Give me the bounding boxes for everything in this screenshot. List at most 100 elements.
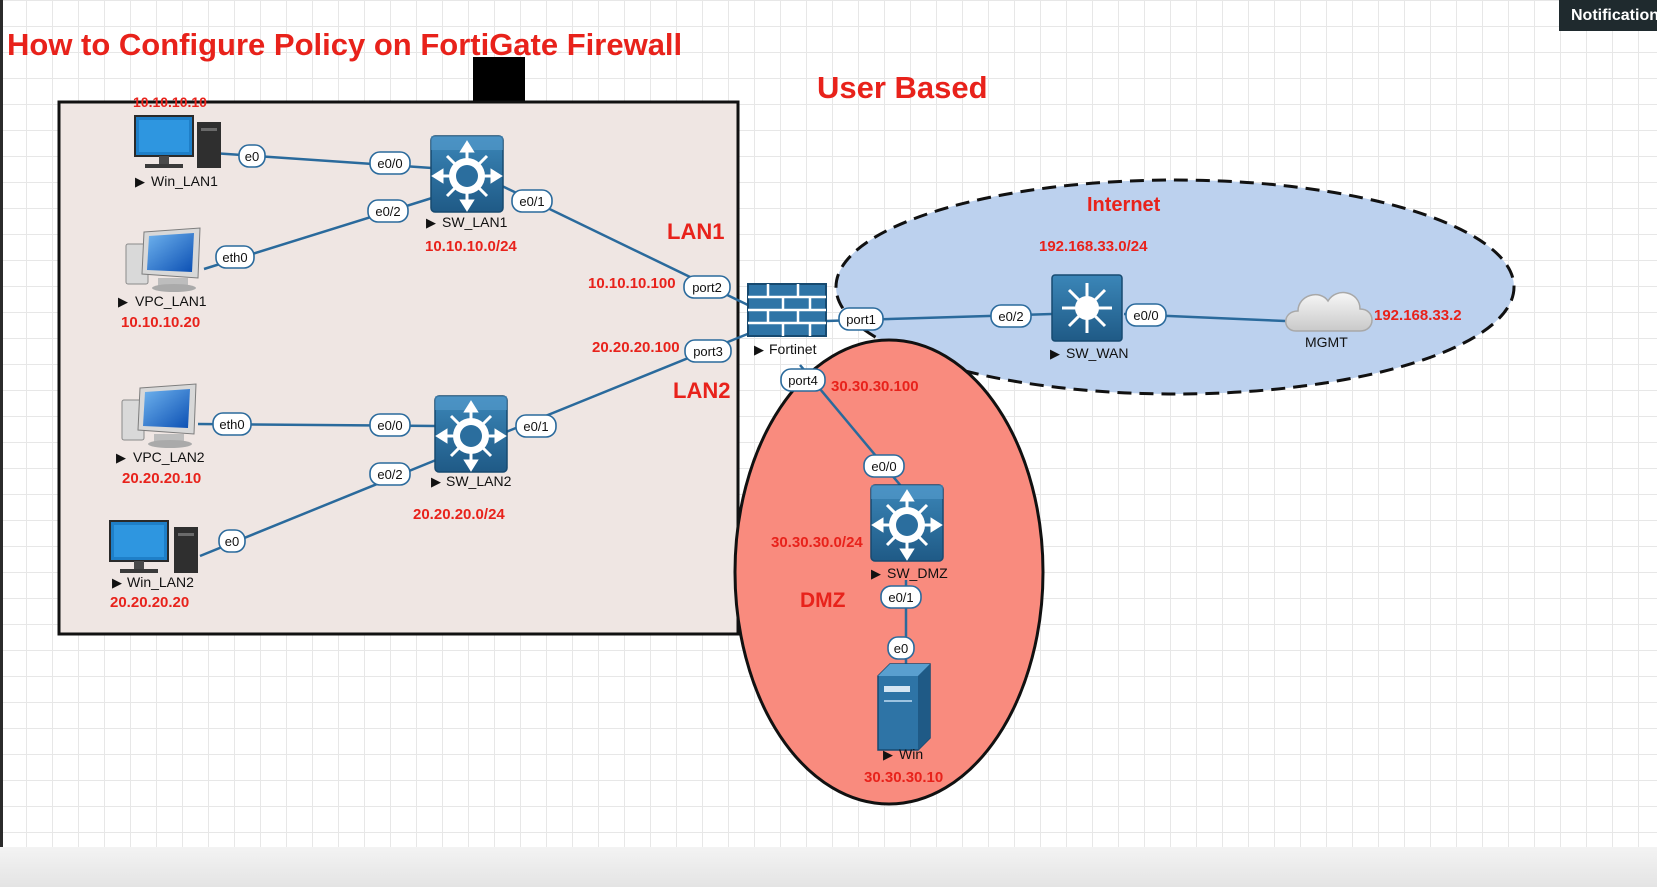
mgmt-device[interactable] [1285, 291, 1373, 332]
subtitle-user-based: User Based [817, 70, 988, 105]
iface-sw-wan-e00-label: e0/0 [1133, 308, 1158, 323]
iface-win-lan2-e0[interactable]: e0 [218, 529, 246, 553]
win-dmz-device[interactable] [877, 663, 931, 751]
iface-win-lan1-e0-label: e0 [245, 149, 259, 164]
window-left-edge [0, 0, 3, 887]
fw-port4-ip: 30.30.30.100 [831, 378, 919, 395]
notifications-button[interactable]: Notifications [1559, 0, 1657, 31]
firewall-icon [747, 283, 827, 337]
page-title: How to Configure Policy on FortiGate Fir… [7, 27, 682, 62]
sw-lan1-label: SW_LAN1 [442, 214, 508, 230]
lan2-zone-label: LAN2 [673, 378, 730, 403]
fw-port3-ip: 20.20.20.100 [592, 339, 680, 356]
iface-sw-lan1-e02[interactable]: e0/2 [367, 199, 409, 223]
iface-win-lan1-e0[interactable]: e0 [238, 144, 266, 168]
bottom-bar [0, 847, 1657, 887]
vpc-lan1-label-arrow: ▶ [118, 294, 128, 309]
switch-icon [429, 134, 505, 214]
iface-sw-lan2-e01[interactable]: e0/1 [515, 414, 557, 438]
iface-sw-lan2-e00[interactable]: e0/0 [369, 413, 411, 437]
vpc-lan2-ip: 20.20.20.10 [122, 470, 201, 487]
mgmt-label: MGMT [1305, 334, 1348, 350]
sw-dmz-label-arrow: ▶ [871, 566, 881, 581]
vpc-lan1-label: VPC_LAN1 [135, 293, 207, 309]
desktop-pc-icon [109, 520, 198, 573]
sw-wan-subnet: 192.168.33.0/24 [1039, 238, 1148, 255]
iface-sw-dmz-e00-label: e0/0 [871, 459, 896, 474]
fw-port2-ip: 10.10.10.100 [588, 275, 676, 292]
iface-fw-port2[interactable]: port2 [683, 275, 731, 299]
iface-win-dmz-e0[interactable]: e0 [887, 636, 915, 660]
win-dmz-ip: 30.30.30.10 [864, 769, 943, 786]
sw-lan2-device[interactable] [433, 394, 509, 474]
iface-sw-lan1-e00-label: e0/0 [377, 156, 402, 171]
vpc-lan1-ip: 10.10.10.20 [121, 314, 200, 331]
fortinet-label: Fortinet [769, 341, 817, 357]
iface-fw-port1-label: port1 [846, 312, 876, 327]
iface-fw-port2-label: port2 [692, 280, 722, 295]
vpc-monitor-icon [121, 383, 197, 448]
iface-fw-port4-label: port4 [788, 373, 818, 388]
iface-sw-dmz-e01[interactable]: e0/1 [880, 585, 922, 609]
win-lan2-label: Win_LAN2 [127, 574, 194, 590]
iface-fw-port3[interactable]: port3 [684, 339, 732, 363]
iface-sw-dmz-e00[interactable]: e0/0 [863, 454, 905, 478]
vpc-lan2-label: VPC_LAN2 [133, 449, 205, 465]
iface-win-lan2-e0-label: e0 [225, 534, 239, 549]
iface-fw-port4[interactable]: port4 [780, 368, 826, 392]
iface-win-dmz-e0-label: e0 [894, 641, 908, 656]
vpc-lan2-label-arrow: ▶ [116, 450, 126, 465]
vpc-lan2-device[interactable] [121, 383, 197, 448]
sw-wan-device[interactable] [1051, 274, 1123, 342]
iface-sw-wan-e02[interactable]: e0/2 [990, 304, 1032, 328]
iface-fw-port3-label: port3 [693, 344, 723, 359]
sw-lan1-device[interactable] [429, 134, 505, 214]
win-lan1-label-arrow: ▶ [135, 174, 145, 189]
sw-lan2-label-arrow: ▶ [431, 474, 441, 489]
iface-sw-lan2-e01-label: e0/1 [523, 419, 548, 434]
iface-sw-wan-e00[interactable]: e0/0 [1125, 303, 1167, 327]
win-dmz-label: Win [899, 746, 923, 762]
iface-vpc-lan1-eth0[interactable]: eth0 [215, 245, 255, 269]
iface-fw-port1[interactable]: port1 [838, 307, 884, 331]
l3-switch-icon [1051, 274, 1123, 342]
sw-dmz-device[interactable] [869, 483, 945, 563]
iface-vpc-lan2-eth0-label: eth0 [219, 417, 244, 432]
internet-zone-label: Internet [1087, 194, 1161, 216]
sw-wan-label-arrow: ▶ [1050, 346, 1060, 361]
iface-sw-lan1-e01-label: e0/1 [519, 194, 544, 209]
switch-icon [433, 394, 509, 474]
iface-vpc-lan2-eth0[interactable]: eth0 [212, 412, 252, 436]
sw-lan1-subnet: 10.10.10.0/24 [425, 238, 517, 255]
iface-vpc-lan1-eth0-label: eth0 [222, 250, 247, 265]
mgmt-ip: 192.168.33.2 [1374, 307, 1462, 324]
iface-sw-dmz-e01-label: e0/1 [888, 590, 913, 605]
vpc-monitor-icon [125, 227, 201, 292]
sw-lan2-label: SW_LAN2 [446, 473, 512, 489]
iface-sw-lan2-e02[interactable]: e0/2 [369, 462, 411, 486]
dmz-zone-label: DMZ [800, 589, 846, 612]
iface-sw-lan1-e01[interactable]: e0/1 [511, 189, 553, 213]
lan-zone-box [57, 100, 740, 636]
win-lan1-device[interactable] [134, 115, 221, 168]
lan1-zone-label: LAN1 [667, 219, 724, 244]
sw-dmz-label: SW_DMZ [887, 565, 948, 581]
internet-zone [834, 178, 1516, 396]
dmz-zone [733, 338, 1045, 806]
win-dmz-label-arrow: ▶ [883, 747, 893, 762]
win-lan1-ip: 10.10.10.10 [133, 94, 207, 110]
sw-lan2-subnet: 20.20.20.0/24 [413, 506, 505, 523]
iface-sw-lan1-e02-label: e0/2 [375, 204, 400, 219]
win-lan2-device[interactable] [109, 520, 198, 573]
iface-sw-wan-e02-label: e0/2 [998, 309, 1023, 324]
sw-dmz-subnet: 30.30.30.0/24 [771, 534, 863, 551]
win-lan2-ip: 20.20.20.20 [110, 594, 189, 611]
iface-sw-lan1-e00[interactable]: e0/0 [369, 151, 411, 175]
win-lan2-label-arrow: ▶ [112, 575, 122, 590]
switch-icon [869, 483, 945, 563]
vpc-lan1-device[interactable] [125, 227, 201, 292]
redaction-block [473, 57, 525, 102]
win-lan1-label: Win_LAN1 [151, 173, 218, 189]
fortinet-device[interactable] [747, 283, 827, 337]
